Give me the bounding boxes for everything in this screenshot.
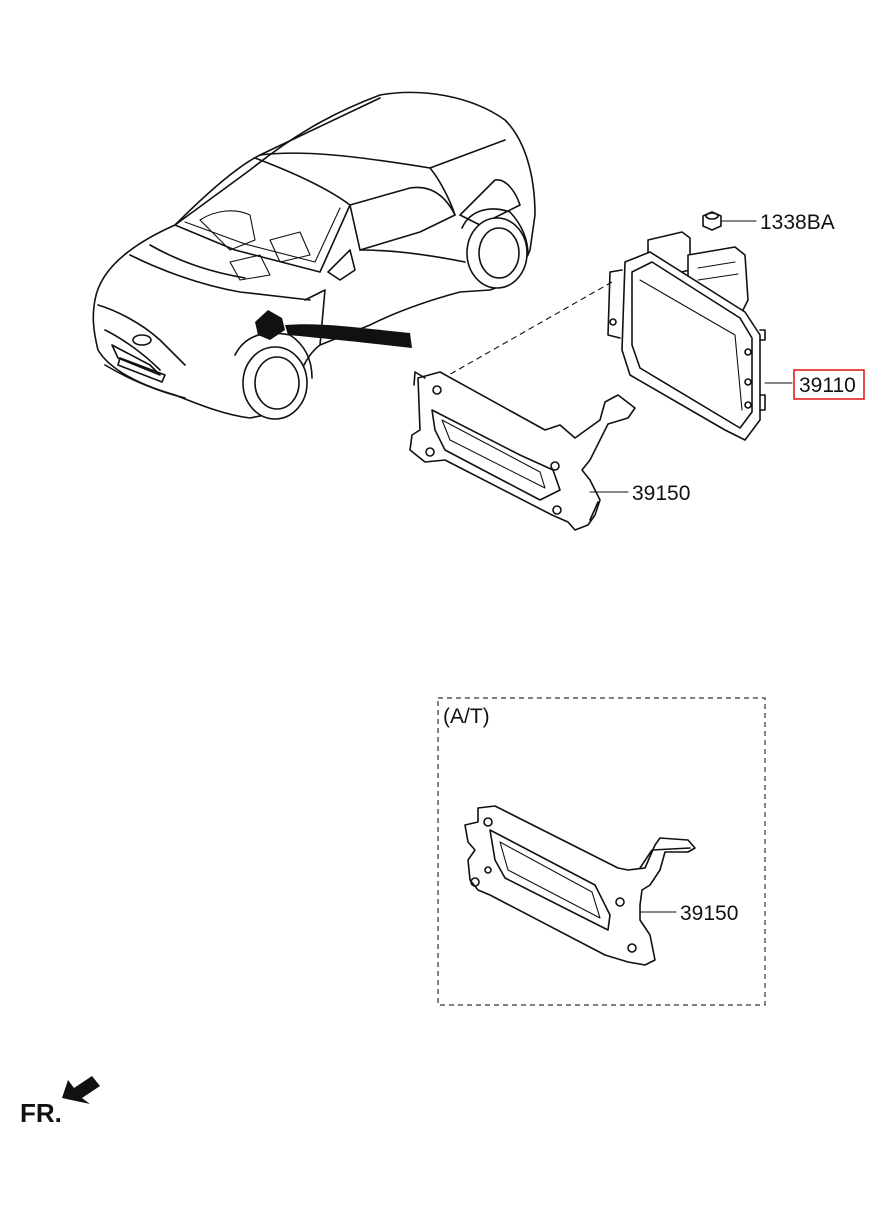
variant-note: (A/T) [443, 705, 490, 728]
nut-part-number: 1338BA [760, 211, 835, 234]
location-leader-arrow [285, 324, 412, 348]
ecu-location-marker [255, 310, 285, 340]
bracket-variant [464, 805, 696, 966]
nut-part [702, 211, 757, 231]
ecu-part-number: 39110 [799, 374, 856, 397]
variant-box [437, 697, 766, 1006]
bracket-variant-part-number: 39150 [680, 902, 738, 925]
arrow-front-icon [62, 1076, 100, 1104]
bracket-main-part-number: 39150 [632, 482, 690, 505]
front-indicator-label: FR. [20, 1098, 62, 1128]
ecu-highlight-box [793, 369, 865, 400]
alignment-line [439, 281, 613, 381]
bracket-main [409, 371, 636, 531]
vehicle-illustration [92, 91, 536, 420]
ecu-module [607, 231, 793, 441]
